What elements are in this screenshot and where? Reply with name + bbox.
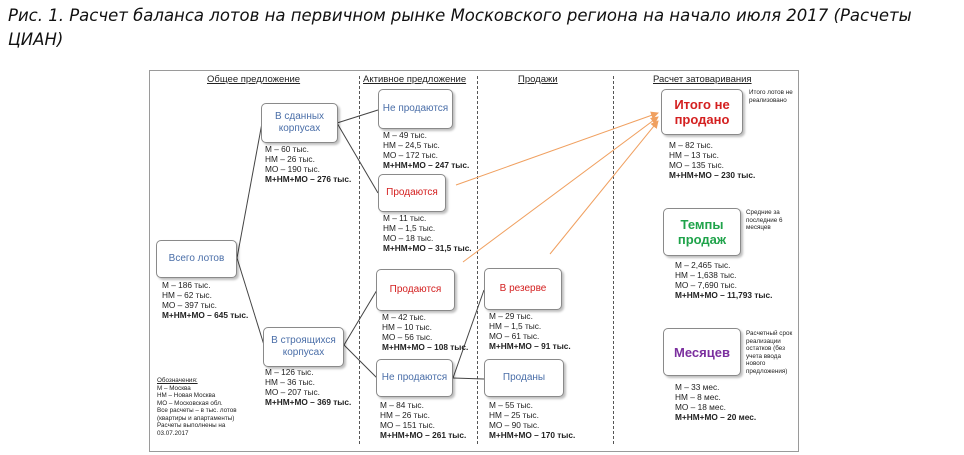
line-built-notselling	[336, 109, 379, 124]
legend: Обозначения: М – Москва НМ – Новая Москв…	[157, 377, 257, 437]
box-built-not-selling: Не продаются	[378, 89, 453, 129]
box-built-selling: Продаются	[378, 174, 446, 212]
box-construction-selling: Продаются	[376, 269, 455, 311]
header-offer: Общее предложение	[207, 74, 301, 85]
line-notselling-reserve	[452, 289, 485, 379]
stats-construction-not-selling: М – 84 тыс.НМ – 26 тыс.МО – 151 тыс.М+НМ…	[380, 400, 467, 440]
box-construction-not-selling: Не продаются	[376, 359, 453, 397]
stats-sold: М – 55 тыс.НМ – 25 тыс.МО – 90 тыс.М+НМ+…	[489, 400, 576, 440]
stats-built: М – 60 тыс.НМ – 26 тыс.МО – 190 тыс.М+НМ…	[265, 144, 352, 184]
stats-construction-selling: М – 42 тыс.НМ – 10 тыс.МО – 56 тыс.М+НМ+…	[382, 312, 469, 352]
line-total-construction	[236, 257, 265, 346]
note-sales-rate: Средние за последние 6 месяцев	[746, 209, 783, 231]
stats-total: М – 186 тыс.НМ – 62 тыс.МО – 397 тыс.М+Н…	[162, 280, 249, 320]
box-sales-rate: Темпы продаж	[663, 208, 741, 256]
header-sales: Продажи	[518, 74, 558, 85]
box-sold: Проданы	[484, 359, 564, 397]
stats-unsold: М – 82 тыс.НМ – 13 тыс.МО – 135 тыс.М+НМ…	[669, 140, 756, 180]
arrow-3	[549, 120, 659, 255]
box-months: Месяцев	[663, 328, 741, 376]
arrow-2	[462, 116, 659, 263]
figure-caption: Рис. 1. Расчет баланса лотов на первично…	[8, 6, 912, 49]
line-notselling-sold	[452, 377, 485, 380]
stats-built-not-selling: М – 49 тыс.НМ – 24,5 тыс.МО – 172 тыс.М+…	[383, 130, 470, 170]
box-total-lots: Всего лотов	[156, 240, 237, 278]
separator-1	[359, 76, 360, 444]
stats-built-selling: М – 11 тыс.НМ – 1,5 тыс.МО – 18 тыс.М+НМ…	[383, 213, 472, 253]
stats-construction: М – 126 тыс.НМ – 36 тыс.МО – 207 тыс.М+Н…	[265, 367, 352, 407]
separator-3	[613, 76, 614, 444]
stats-months: М – 33 мес.НМ – 8 мес.МО – 18 мес.М+НМ+М…	[675, 382, 757, 422]
box-built: В сданных корпусах	[261, 103, 338, 143]
legend-line: МО – Московская обл.	[157, 399, 223, 407]
box-reserve: В резерве	[484, 268, 562, 310]
note-unsold: Итого лотов не реализовано	[749, 89, 793, 104]
box-unsold: Итого не продано	[661, 89, 743, 135]
stats-sales-rate: М – 2,465 тыс.НМ – 1,638 тыс.МО – 7,690 …	[675, 260, 773, 300]
line-constr-notselling	[343, 344, 378, 379]
line-total-built	[236, 122, 263, 259]
separator-2	[477, 76, 478, 444]
legend-title: Обозначения:	[157, 377, 198, 384]
arrow-1	[455, 111, 659, 186]
legend-line: НМ – Новая Москва	[157, 392, 216, 399]
line-built-selling	[336, 122, 379, 194]
legend-line: Все расчеты – в тыс. лотов (квартиры и а…	[157, 407, 237, 422]
line-constr-selling	[343, 289, 378, 346]
stats-reserve: М – 29 тыс.НМ – 1,5 тыс.МО – 61 тыс.М+НМ…	[489, 311, 571, 351]
legend-line: М – Москва	[157, 384, 191, 392]
header-overstock: Расчет затоваривания	[653, 74, 752, 85]
header-active: Активное предложение	[363, 74, 467, 85]
box-construction: В строящихся корпусах	[263, 327, 344, 367]
note-months: Расчетный срок реализации остатков (без …	[746, 330, 793, 375]
legend-line: Расчеты выполнены на 03.07.2017	[157, 422, 226, 437]
